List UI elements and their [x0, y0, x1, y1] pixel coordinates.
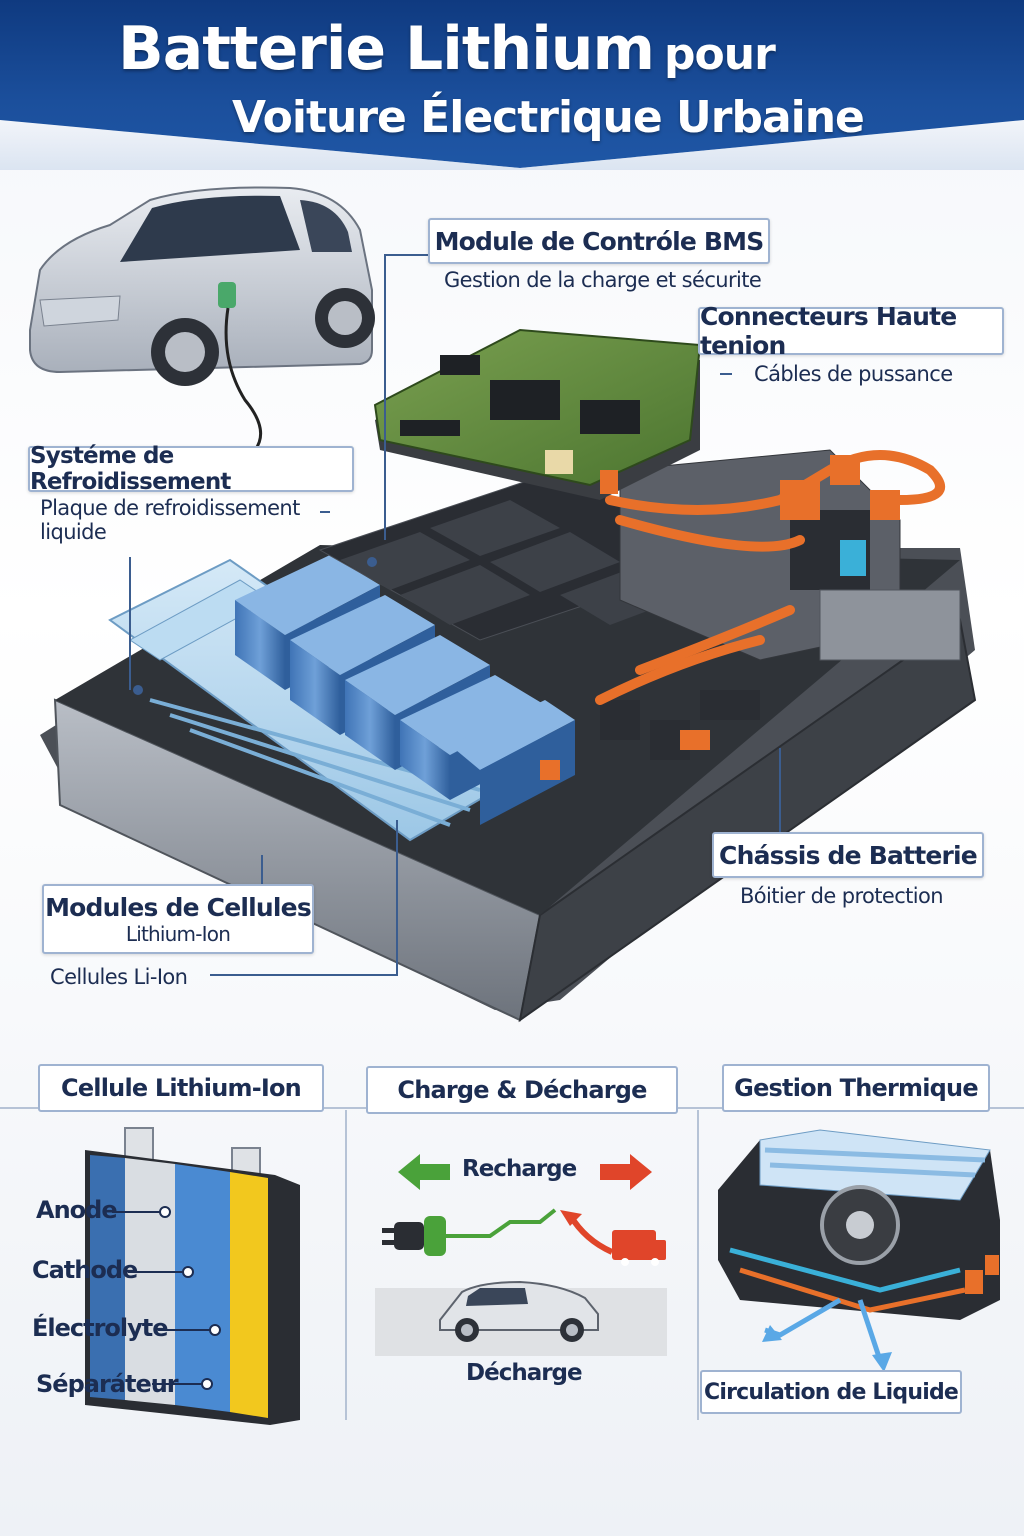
recharge-arrow-left-icon — [398, 1154, 450, 1190]
title-main: Batterie Lithium — [118, 14, 655, 84]
connectors-sub: Cábles de pussance — [754, 362, 953, 386]
modules-sub: Cellules Li-Ion — [50, 965, 188, 989]
plug-icon — [382, 1216, 446, 1256]
connectors-label: Connecteurs Haute tenion — [698, 302, 1004, 360]
charge-panel-title: Charge & Décharge — [366, 1066, 678, 1114]
page-subtitle: Voiture Électrique Urbaine — [232, 92, 865, 143]
chassis-sub: Bóitier de protection — [740, 884, 944, 908]
cooling-label: Systéme de Refroidissement — [28, 443, 354, 495]
recharge-arrow-right-icon — [600, 1154, 652, 1190]
electrolyte-label: Électrolyte — [32, 1314, 169, 1342]
cell-modules — [235, 555, 575, 825]
truck-icon — [612, 1230, 666, 1266]
suv-icon — [439, 1280, 599, 1342]
modules-label-line2: Lithium-Ion — [125, 921, 231, 946]
cell-leader-lines — [112, 1206, 221, 1390]
leader-lines — [129, 254, 781, 976]
thermal-panel-title: Gestion Thermique — [722, 1064, 990, 1112]
cooling-sub-line2: liquide — [40, 520, 107, 544]
title-pour: pour — [664, 29, 776, 80]
decharge-label: Décharge — [466, 1360, 583, 1386]
orange-connectors — [540, 455, 900, 780]
high-voltage-cables — [595, 450, 945, 705]
thermal-sub-label: Circulation de Liquide — [700, 1370, 962, 1414]
charge-panel-icons — [375, 1154, 667, 1356]
anode-label: Anode — [36, 1196, 118, 1224]
cell-panel-title: Cellule Lithium-Ion — [38, 1064, 324, 1112]
car-illustration — [29, 186, 375, 451]
thermal-diagram — [718, 1129, 1000, 1372]
bms-board — [373, 328, 702, 500]
modules-label: Modules de Cellules Lithium-Ion — [42, 884, 314, 954]
bms-sub: Gestion de la charge et sécurite — [444, 268, 762, 292]
cathode-label: Cathode — [32, 1256, 138, 1284]
modules-label-line1: Modules de Cellules — [45, 892, 312, 922]
chassis-label: Chássis de Batterie — [712, 832, 984, 878]
bms-label: Module de Contróle BMS — [428, 218, 770, 264]
junction-box — [600, 449, 961, 760]
separator-label: Séparáteur — [36, 1370, 179, 1398]
lithium-cell-diagram — [85, 1127, 300, 1425]
recharge-label: Recharge — [462, 1156, 577, 1182]
cooling-sub-line1: Plaque de refroidissement — [40, 496, 300, 520]
